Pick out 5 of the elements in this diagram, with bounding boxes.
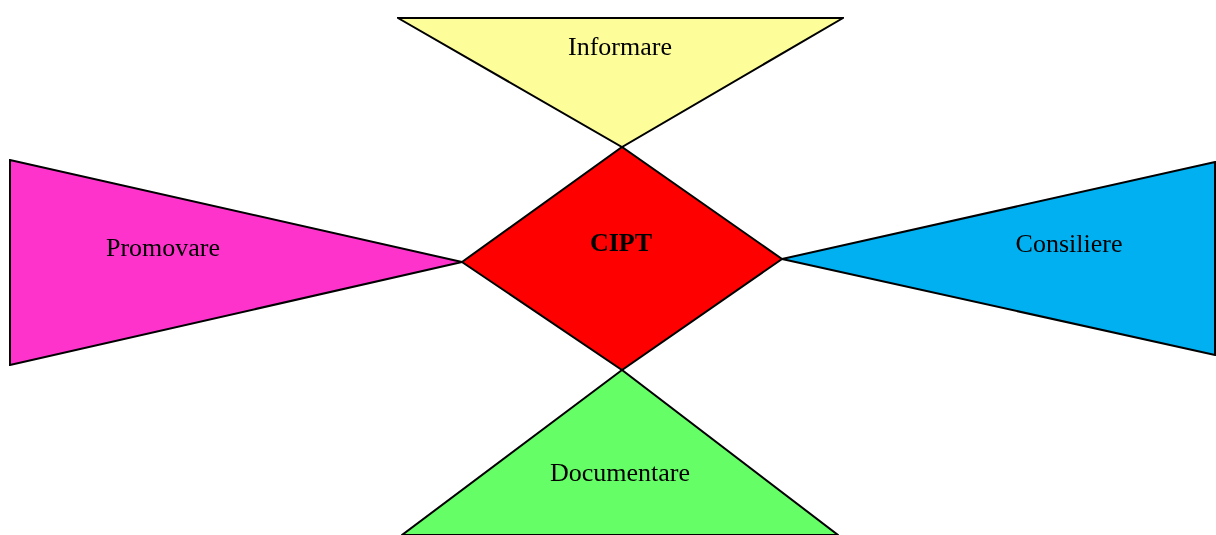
- node-label: Informare: [568, 34, 672, 60]
- node-label: Consiliere: [1015, 231, 1123, 257]
- node-label: CIPT: [589, 230, 653, 256]
- node-label: Documentare: [550, 460, 690, 486]
- node-label: Promovare: [105, 235, 221, 261]
